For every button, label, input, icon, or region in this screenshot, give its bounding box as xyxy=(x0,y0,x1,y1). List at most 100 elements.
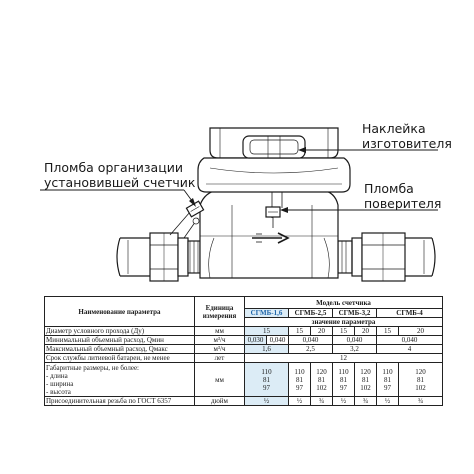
cell-value: 110 xyxy=(382,367,393,376)
cell-value: 97 xyxy=(340,383,347,392)
table-row: Максимальный объемный расход, Qмакс м³/ч… xyxy=(44,344,444,354)
flow-arrow xyxy=(252,232,290,244)
cell-value: 120 xyxy=(360,367,371,376)
right-union-nut xyxy=(337,232,406,282)
cell: 15 xyxy=(332,326,355,336)
callout-line: поверителя xyxy=(364,196,442,211)
cell: 0,040 xyxy=(288,335,333,345)
table-model-row: СГМБ-1,6 СГМБ-2,5 СГМБ-3,2 СГМБ-4 xyxy=(45,308,444,318)
cell-value: 81 xyxy=(362,375,369,384)
cell-value: 120 xyxy=(415,367,426,376)
cell: ½ xyxy=(244,396,289,406)
cell: ½ xyxy=(376,396,399,406)
cell: 110 81 97 xyxy=(288,362,311,397)
left-union-nut xyxy=(149,232,201,282)
cell-value: 102 xyxy=(316,383,327,392)
cell: 15 xyxy=(244,326,289,336)
cell: 110 81 97 xyxy=(376,362,399,397)
cell: ½ xyxy=(288,396,311,406)
header-model: Модель счетчика xyxy=(243,296,444,309)
row-label: Срок службы литиевой батареи, не менее xyxy=(44,353,195,363)
cell: 12 xyxy=(243,353,444,363)
row-unit: дюйм xyxy=(194,396,245,406)
cell-value: 81 xyxy=(296,375,303,384)
model-sgmb-25: СГМБ-2,5 xyxy=(288,308,333,318)
model-sgmb-16: СГМБ-1,6 xyxy=(244,308,289,318)
cell: 120 81 102 xyxy=(397,362,444,397)
row-label: Габаритные размеры, не более: - длина - … xyxy=(44,362,195,397)
spec-table: Наименование параметра Единица измерения… xyxy=(44,296,444,406)
cell: 20 xyxy=(397,326,444,336)
row-unit: м³/ч xyxy=(194,344,245,354)
cell: 120 81 102 xyxy=(310,362,333,397)
cell: 0,040 xyxy=(332,335,377,345)
cell: 120 81 102 xyxy=(354,362,377,397)
meter-body xyxy=(199,189,339,279)
callout-line: изготовителя xyxy=(362,136,452,151)
model-sgmb-4: СГМБ-4 xyxy=(375,308,444,318)
verifier-seal xyxy=(265,192,283,228)
table-header-row: Наименование параметра Единица измерения… xyxy=(44,296,444,327)
cell: 110 81 97 xyxy=(244,362,289,397)
cell: ½ xyxy=(332,396,355,406)
row-label: Максимальный объемный расход, Qмакс xyxy=(44,344,195,354)
cell-value: 120 xyxy=(316,367,327,376)
row-label-sub: - длина xyxy=(46,371,68,380)
cell-value: 97 xyxy=(384,383,391,392)
row-label: Минимальный объемный расход, Qмин xyxy=(44,335,195,345)
cell: 20 xyxy=(354,326,377,336)
row-unit: лет xyxy=(194,353,245,363)
cell-value: 102 xyxy=(415,383,426,392)
cell: ¾ xyxy=(397,396,444,406)
cell-value: 81 xyxy=(417,375,425,384)
table-row: Габаритные размеры, не более: - длина - … xyxy=(44,362,444,397)
row-label: Диаметр условного прохода (Ду) xyxy=(44,326,195,336)
cell: 15 xyxy=(288,326,311,336)
cell: 4 xyxy=(375,344,444,354)
cell: ¾ xyxy=(310,396,333,406)
row-unit: мм xyxy=(194,362,245,397)
cell: 1,6 xyxy=(244,344,289,354)
cell: 0,040 xyxy=(266,335,289,345)
cell: 3,2 xyxy=(332,344,377,354)
model-sgmb-32: СГМБ-3,2 xyxy=(332,308,377,318)
cell-value: 81 xyxy=(340,375,347,384)
cell-value: 102 xyxy=(360,383,371,392)
cell-value: 110 xyxy=(294,367,305,376)
cell: 0,030 xyxy=(244,335,267,345)
table-row: Срок службы литиевой батареи, не менее л… xyxy=(44,353,444,363)
left-pipe xyxy=(116,237,150,277)
callout-line: Пломба организации xyxy=(44,160,183,175)
cell: 20 xyxy=(310,326,333,336)
header-unit: Единица измерения xyxy=(194,296,245,327)
callout-org-seal: Пломба организации установившей счетчик xyxy=(44,160,195,190)
header-param: Наименование параметра xyxy=(44,296,195,327)
row-label-main: Габаритные размеры, не более: xyxy=(46,363,139,372)
table-row: Присоединительная резьба по ГОСТ 6357 дю… xyxy=(44,396,444,406)
table-row: Диаметр условного прохода (Ду) мм 15 15 … xyxy=(44,326,444,336)
right-pipe xyxy=(405,237,436,277)
callout-line: Пломба xyxy=(364,181,414,196)
row-unit: мм xyxy=(194,326,245,336)
cell-value: 81 xyxy=(263,375,270,384)
cell: ¾ xyxy=(354,396,377,406)
cell: 2,5 xyxy=(288,344,333,354)
row-unit: м³/ч xyxy=(194,335,245,345)
cell-value: 110 xyxy=(261,367,272,376)
row-label-sub: - ширина xyxy=(46,379,74,388)
manufacturer-sticker xyxy=(242,135,306,159)
header-value: значение параметра xyxy=(243,317,444,327)
row-label: Присоединительная резьба по ГОСТ 6357 xyxy=(44,396,195,406)
cell: 15 xyxy=(376,326,399,336)
callout-line: Наклейка xyxy=(362,121,426,136)
cell-value: 97 xyxy=(263,383,270,392)
cell: 0,040 xyxy=(375,335,444,345)
row-label-sub: - высота xyxy=(46,387,71,396)
callout-line: установившей счетчик xyxy=(44,175,196,190)
org-seal xyxy=(169,200,205,239)
cell-value: 81 xyxy=(384,375,391,384)
cell-value: 97 xyxy=(296,383,303,392)
callout-verifier-seal: Пломба поверителя xyxy=(364,181,441,211)
gas-meter-drawing xyxy=(40,127,438,282)
